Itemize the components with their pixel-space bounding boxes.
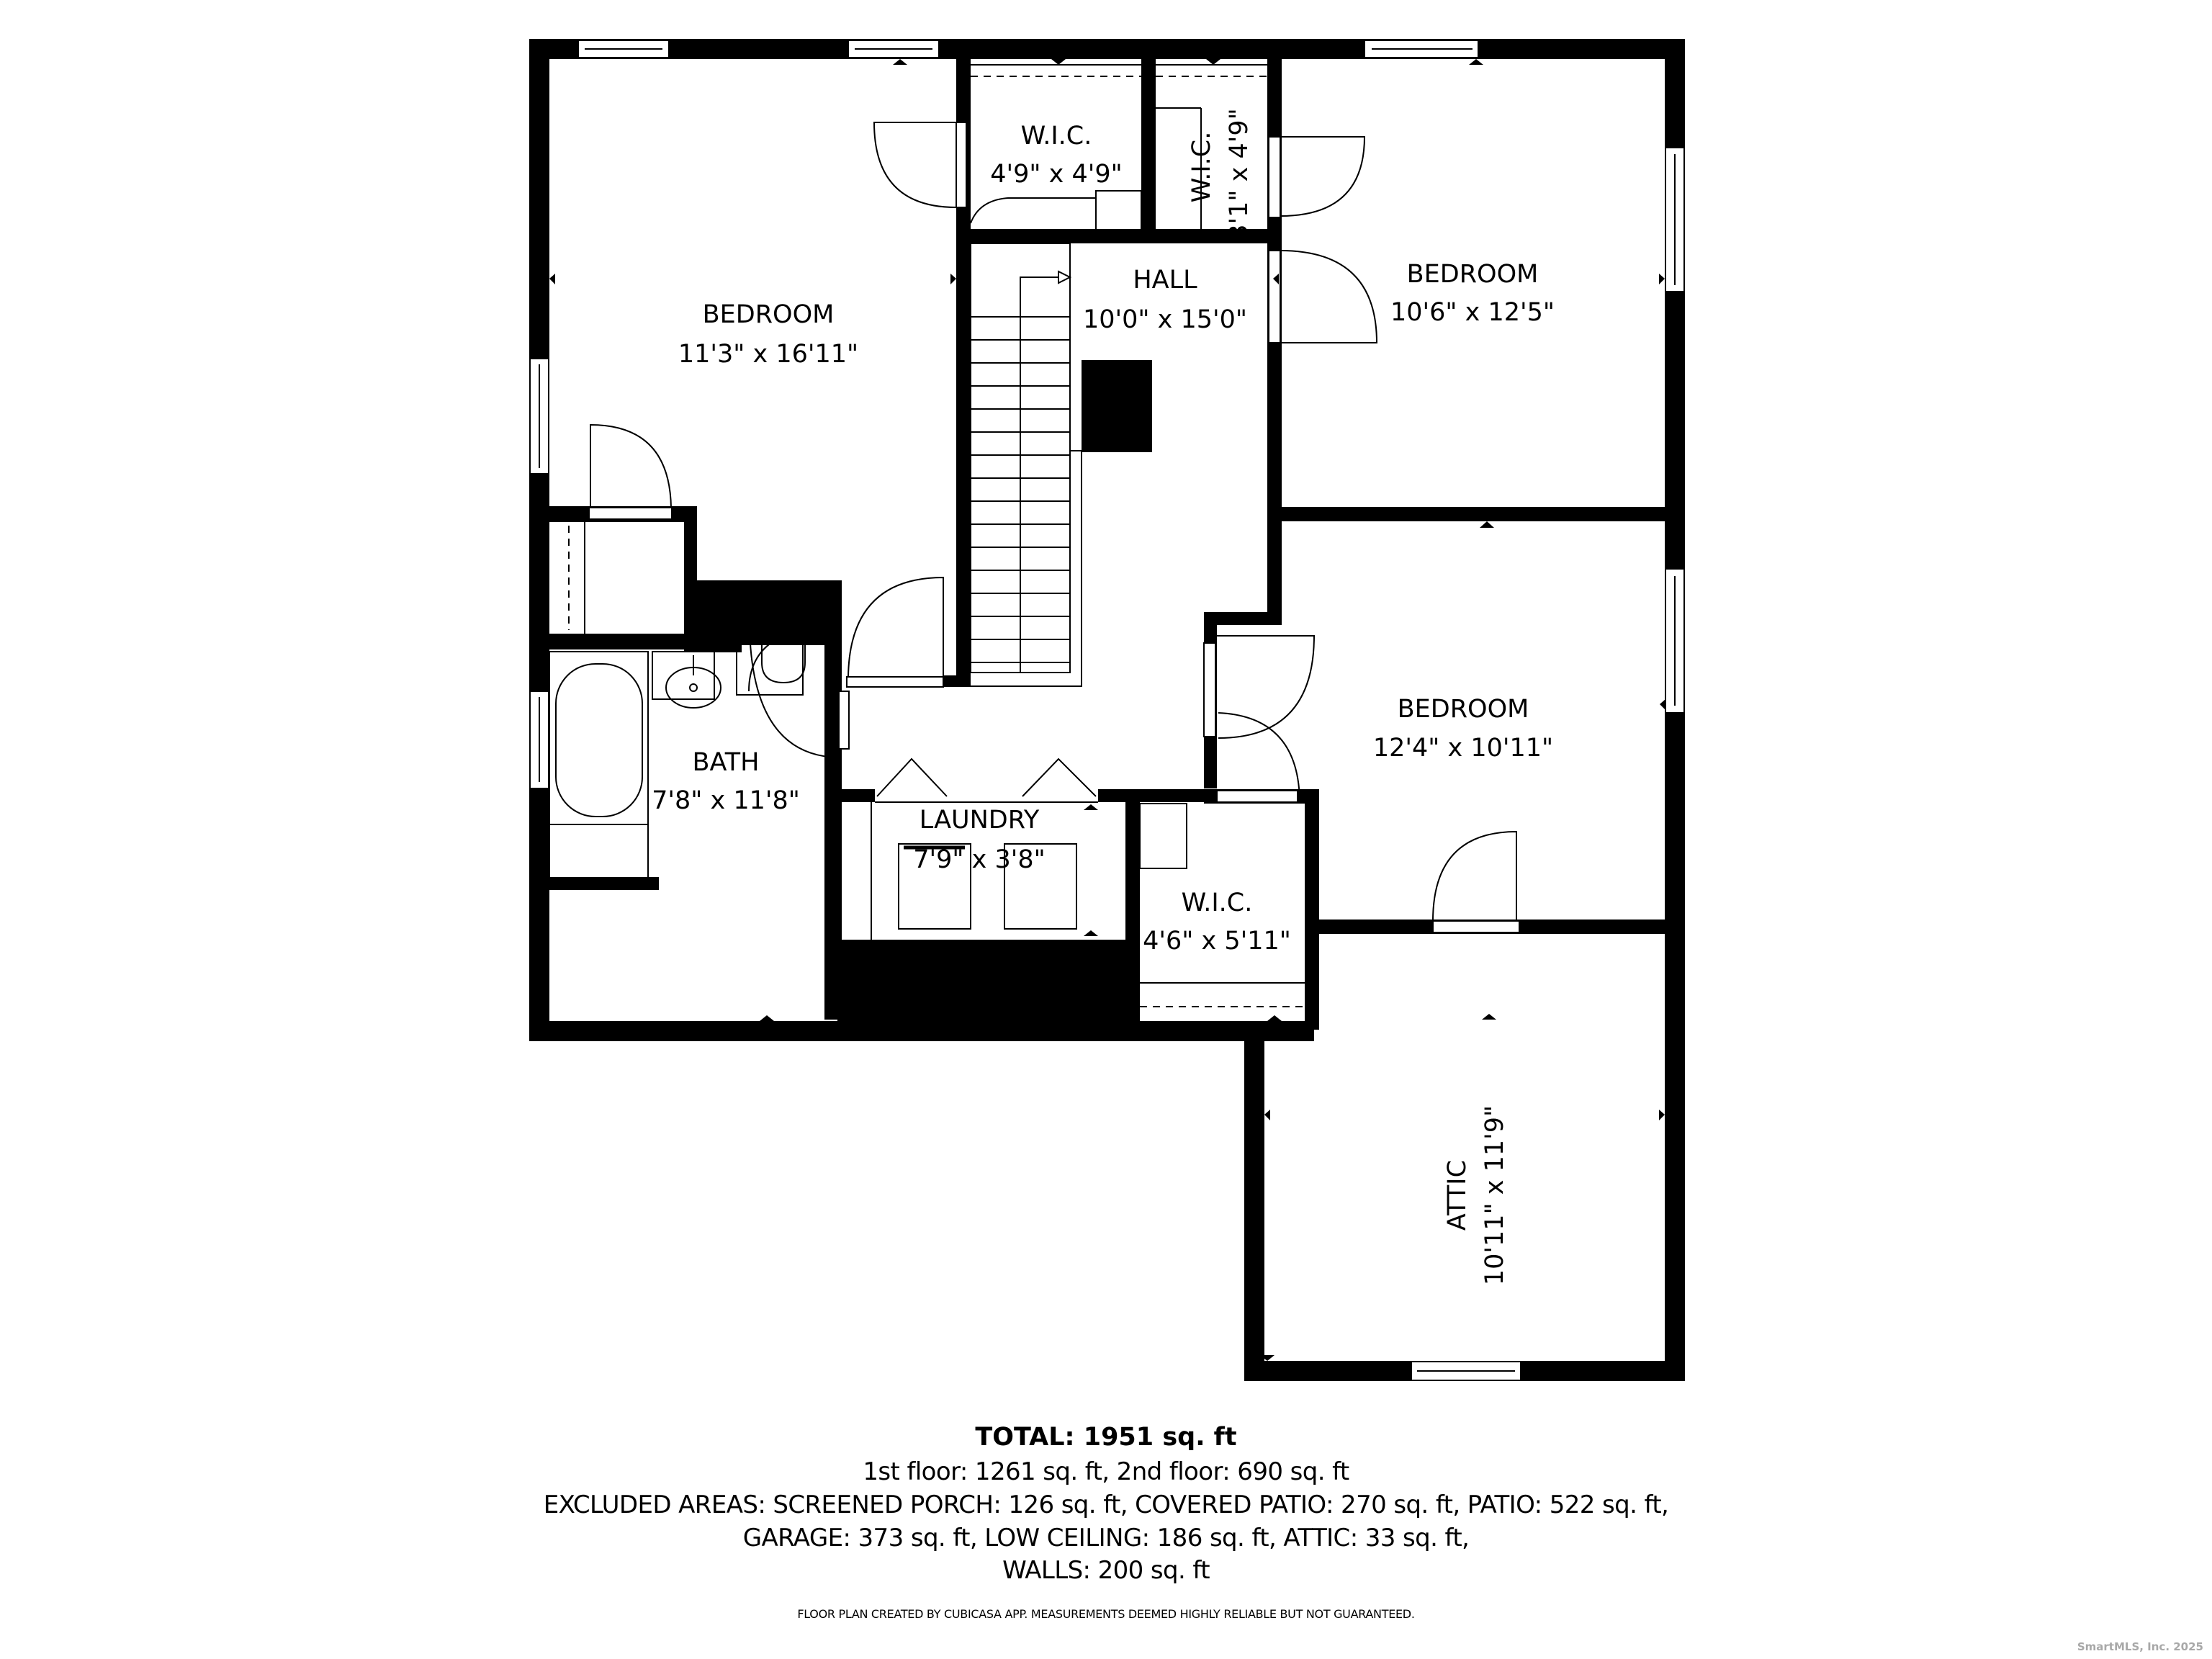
door-swing bbox=[748, 626, 840, 692]
door-swing bbox=[1432, 830, 1517, 922]
wall bbox=[956, 229, 1280, 243]
wall bbox=[684, 580, 742, 652]
wall bbox=[837, 940, 1140, 1030]
room-dims-hall: 10'0" x 15'0" bbox=[1083, 305, 1247, 334]
room-name-attic: ATTIC bbox=[1443, 1160, 1472, 1231]
wall bbox=[549, 877, 659, 890]
dryer bbox=[1004, 843, 1077, 930]
dimension-markers bbox=[549, 59, 1665, 1361]
wall bbox=[1125, 789, 1140, 1027]
bifold-door bbox=[876, 757, 948, 797]
washer bbox=[898, 843, 971, 930]
door-swing bbox=[590, 423, 672, 508]
staircase bbox=[970, 243, 1082, 687]
room-dims-wic-1: 4'9" x 4'9" bbox=[990, 160, 1122, 189]
room-dims-bedroom-3: 12'4" x 10'11" bbox=[1373, 734, 1553, 763]
wall bbox=[1305, 792, 1319, 1030]
room-dims-wic-2: 3'1" x 4'9" bbox=[1225, 108, 1254, 240]
door-swing bbox=[1280, 136, 1366, 217]
floor-areas: 1st floor: 1261 sq. ft, 2nd floor: 690 s… bbox=[863, 1457, 1349, 1486]
room-name-hall: HALL bbox=[1133, 266, 1197, 295]
windows bbox=[529, 40, 1685, 1381]
room-dims-bath: 7'8" x 11'8" bbox=[652, 786, 800, 815]
wall bbox=[684, 506, 697, 600]
disclaimer: FLOOR PLAN CREATED BY CUBICASA APP. MEAS… bbox=[797, 1607, 1415, 1621]
room-dims-bedroom-1: 11'3" x 16'11" bbox=[678, 340, 858, 369]
door-swing bbox=[873, 122, 957, 208]
stair-direction-arrow bbox=[1020, 276, 1063, 299]
wall bbox=[1141, 39, 1156, 233]
door-swing bbox=[1217, 635, 1316, 739]
wall bbox=[1267, 507, 1685, 521]
room-name-bedroom-2: BEDROOM bbox=[1407, 260, 1539, 289]
excluded-areas-line-2: GARAGE: 373 sq. ft, LOW CEILING: 186 sq.… bbox=[742, 1524, 1470, 1552]
excluded-areas-line-3: WALLS: 200 sq. ft bbox=[1002, 1556, 1210, 1585]
doors bbox=[588, 122, 1520, 933]
wall bbox=[1204, 612, 1282, 625]
wall bbox=[943, 675, 971, 687]
room-name-bedroom-3: BEDROOM bbox=[1398, 695, 1529, 724]
toilet bbox=[761, 625, 806, 684]
room-name-wic-3: W.I.C. bbox=[1182, 889, 1253, 917]
room-dims-wic-3: 4'6" x 5'11" bbox=[1143, 927, 1291, 956]
wall bbox=[835, 789, 875, 802]
door-swing bbox=[1280, 250, 1378, 343]
wall bbox=[529, 39, 1685, 59]
room-name-bath: BATH bbox=[693, 748, 760, 777]
fixtures bbox=[549, 64, 1305, 1007]
wall bbox=[529, 634, 709, 649]
bifold-door bbox=[1022, 757, 1097, 797]
wall bbox=[1098, 789, 1206, 802]
door-swing bbox=[848, 576, 944, 678]
room-labels: BEDROOM 11'3" x 16'11" W.I.C. 4'9" x 4'9… bbox=[652, 108, 1555, 1285]
wall bbox=[1244, 1021, 1264, 1381]
room-dims-attic: 10'11" x 11'9" bbox=[1480, 1105, 1509, 1285]
room-dims-laundry: 7'9" x 3'8" bbox=[913, 845, 1045, 874]
total-area: TOTAL: 1951 sq. ft bbox=[975, 1423, 1237, 1452]
room-name-wic-1: W.I.C. bbox=[1021, 122, 1092, 150]
bathtub bbox=[555, 663, 643, 817]
excluded-areas-line-1: EXCLUDED AREAS: SCREENED PORCH: 126 sq. … bbox=[543, 1491, 1669, 1519]
room-dims-bedroom-2: 10'6" x 12'5" bbox=[1390, 298, 1555, 327]
room-name-laundry: LAUNDRY bbox=[920, 806, 1040, 835]
room-name-bedroom-1: BEDROOM bbox=[703, 300, 835, 329]
room-name-wic-2: W.I.C. bbox=[1187, 132, 1216, 203]
watermark: SmartMLS, Inc. 2025 bbox=[2077, 1640, 2203, 1653]
wall bbox=[529, 39, 549, 1041]
chimney-block bbox=[1082, 360, 1152, 452]
